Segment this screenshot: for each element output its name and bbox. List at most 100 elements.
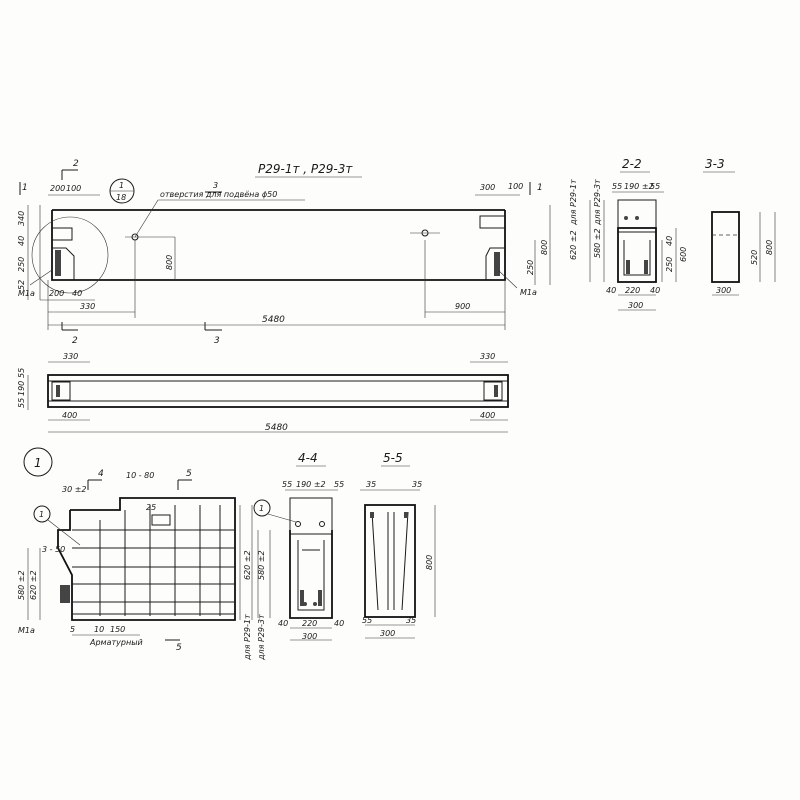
detail-dim-30: 30 ±2: [62, 485, 87, 494]
dim-e-900: 900: [455, 302, 470, 311]
sec22-body: [617, 227, 657, 283]
section-3-3-title: 3-3: [705, 157, 725, 171]
section-3-3: [711, 211, 776, 296]
sec44-580: 580 ±2: [257, 550, 266, 580]
sec55-35b: 35: [412, 480, 422, 489]
cut-4-label: 4: [98, 469, 104, 479]
dim-e-340: 340: [17, 211, 26, 226]
mark-right-leader: [497, 269, 518, 289]
cut-5-label: 5: [186, 469, 192, 479]
detail-dim-10: 10: [94, 625, 104, 634]
node-b-leader: [267, 513, 297, 523]
right-slot-top: [479, 215, 505, 229]
plan-dim-5480: 5480: [265, 423, 288, 433]
detail-dim-5: 5: [70, 625, 75, 634]
hole-leader: [134, 199, 159, 238]
mark-right: М1а: [520, 288, 537, 297]
detail-sleeve: [151, 514, 171, 526]
sec22-55b: 55: [650, 182, 660, 191]
cut-3-bot-label: 3: [214, 336, 220, 346]
dim-e-250b: 250: [526, 260, 535, 275]
sec22-620: 620 ±2: [569, 230, 578, 260]
cut-1-right-label: 1: [537, 183, 543, 193]
section-2-2: [589, 191, 677, 311]
sec44-40a: 40: [278, 619, 288, 628]
plan-dim-330b: 330: [480, 352, 495, 361]
sec44-55a: 55: [282, 480, 292, 489]
plan-dim-55a: 55: [17, 398, 26, 408]
sec55-55: 55: [362, 616, 372, 625]
cut-2-top-label: 2: [73, 159, 79, 169]
sec22-inner-slot: [623, 240, 651, 276]
sec44-lbl-b: для Р29-3т: [257, 614, 266, 661]
sec44-190: 190 ±2: [296, 480, 326, 489]
detail-mark: М1а: [18, 626, 35, 635]
section-5-5: [360, 489, 436, 639]
detail-outline: [57, 497, 236, 621]
dim-e-800a: 800: [165, 255, 174, 270]
dim-e-100b: 100: [508, 182, 523, 191]
sec22-300: 300: [628, 301, 643, 310]
dim-e-800b: 800: [540, 240, 549, 255]
sec44-620: 620 ±2: [243, 550, 252, 580]
mark-left-leader: [29, 269, 53, 286]
right-notch: [485, 247, 505, 280]
plan-left-hatch: [56, 385, 60, 397]
sec22-lbl-r293: для Р29-3т: [593, 179, 602, 226]
dim-e-5480: 5480: [262, 315, 285, 325]
dim-e-100a: 100: [66, 184, 81, 193]
elevation-dimensions: [27, 194, 551, 330]
reinforcement-detail: [27, 479, 253, 641]
left-hatch: [55, 250, 61, 276]
cut-1-left-label: 1: [22, 183, 28, 193]
right-hatch: [494, 252, 500, 276]
detail-ref-num: 1: [119, 181, 124, 190]
plan-left-recess: [51, 381, 71, 401]
sec44-lbl-a: для Р29-1т: [243, 614, 252, 661]
dim-e-52: 52: [17, 280, 26, 290]
plan-dim-55b: 55: [17, 368, 26, 378]
sec33-520: 520: [750, 250, 759, 265]
node-b-num: 1: [259, 504, 264, 513]
sec55-35a: 35: [366, 480, 376, 489]
section-4-4-title: 4-4: [298, 451, 318, 465]
sec44-hatch-r: [318, 590, 322, 606]
plan-dim-400a: 400: [62, 411, 77, 420]
dim-e-250a: 250: [17, 257, 26, 272]
dim-e-40: 40: [17, 236, 26, 246]
detail-dim-3-50: 3 - 50: [42, 545, 65, 554]
plan-dim-400b: 400: [480, 411, 495, 420]
sec44-hatch-l: [300, 590, 304, 606]
sec22-top-block: [617, 199, 657, 233]
hole-note: отверстия для подвёна ϕ50: [160, 190, 277, 199]
plan-dim-190: 190: [17, 381, 26, 396]
section-2-2-title: 2-2: [622, 157, 642, 171]
sec55-body: [364, 504, 416, 618]
plan-outline: [47, 374, 509, 408]
sec44-220: 220: [302, 619, 317, 628]
dim-e-200b: 200: [49, 289, 64, 298]
detail-dim-150: 150: [110, 625, 125, 634]
sec22-lbl-r291: для Р29-1т: [569, 179, 578, 226]
left-notch: [52, 247, 75, 280]
node-a-leader: [47, 519, 81, 546]
sec22-190: 190 ±2: [624, 182, 654, 191]
sec44-300: 300: [302, 632, 317, 641]
detail-dim-620: 620 ±2: [29, 570, 38, 600]
detail-big-num: 1: [34, 456, 42, 470]
mark-left: М1а: [18, 289, 35, 298]
detail-hatch: [60, 585, 70, 603]
cut-5b-label: 5: [176, 643, 182, 653]
sec22-580: 580 ±2: [593, 228, 602, 258]
sec22-40b: 40: [606, 286, 616, 295]
sec22-bar-a: [624, 216, 628, 220]
sec22-55a: 55: [612, 182, 622, 191]
sec22-hatch-left: [626, 260, 630, 274]
left-slot-top: [52, 227, 73, 241]
sec44-inner: [297, 540, 325, 611]
plan-dim-330a: 330: [63, 352, 78, 361]
detail-dim-25: 25: [146, 503, 156, 512]
sec44-body: [289, 530, 333, 619]
dim-e-40b: 40: [72, 289, 82, 298]
beam-outline: [51, 210, 506, 281]
